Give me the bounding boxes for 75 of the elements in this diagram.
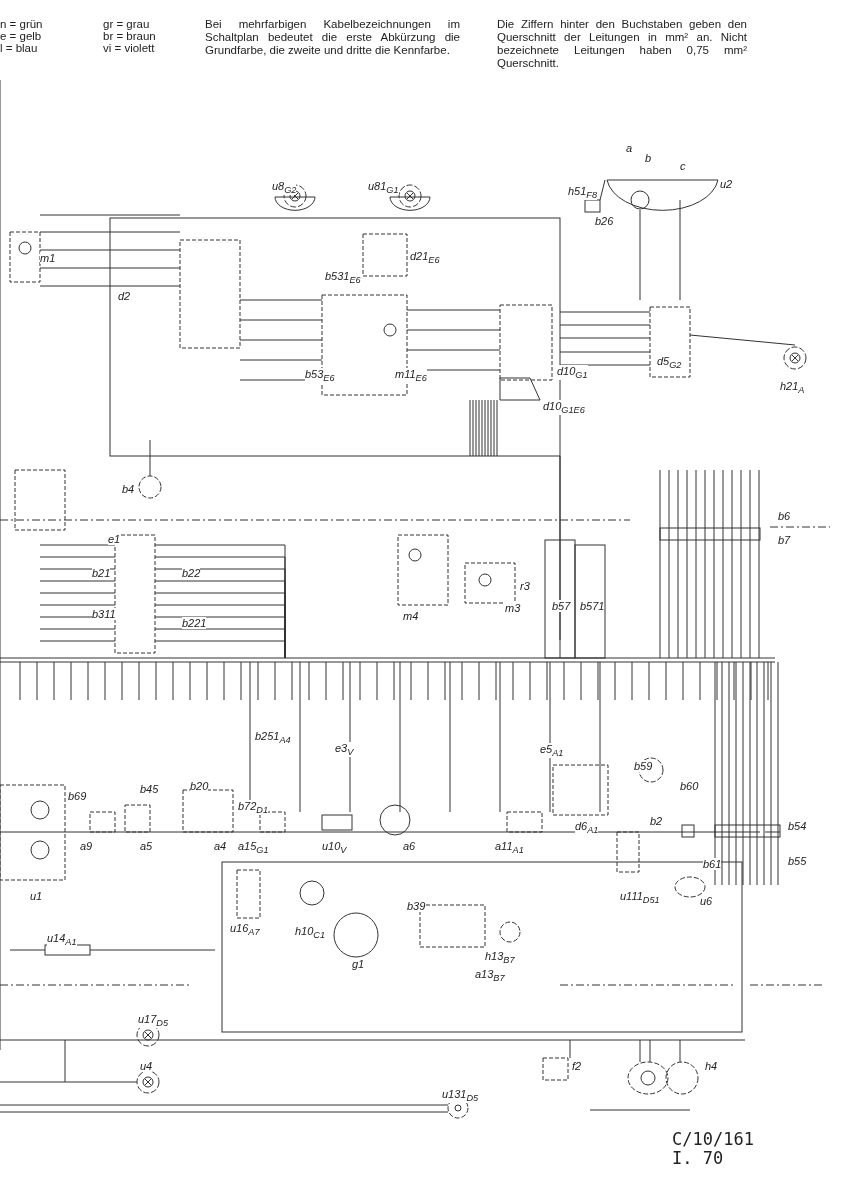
component-label: b59 (634, 760, 653, 772)
component-label: b (645, 152, 652, 164)
note-text: Die Ziffern hinter den Buchstaben geben den Querschnitt der Leitungen in mm² an. Nicht bezeichnete Leitungen haben 0,75 mm² Querschnitt. (497, 18, 747, 70)
component-label: m11$_{E6}$ (395, 368, 427, 384)
component-label: r3 (520, 580, 530, 592)
component-label: b2 (650, 815, 663, 827)
component-label: g1 (352, 958, 365, 970)
component-label: u131$_{D5}$ (442, 1088, 479, 1104)
component-label: b571 (580, 600, 605, 612)
component-label: b54 (788, 820, 807, 832)
component-label: a15$_{G1}$ (238, 840, 269, 856)
component-label: b72$_{D1}$ (238, 800, 269, 816)
drawing-number: C/10/161 (672, 1130, 754, 1149)
component-label: u14$_{A1}$ (47, 932, 77, 948)
component-label: b45 (140, 783, 159, 795)
component-label: d21$_{E6}$ (410, 250, 440, 266)
color-code-text: gr = grau (103, 18, 150, 30)
color-code-text: n = grün (0, 18, 43, 30)
component-label: b4 (122, 483, 135, 495)
component-label: d10$_{G1}$ (557, 365, 588, 381)
color-code-text: br = braun (103, 30, 156, 42)
component-label: b311 (92, 608, 116, 620)
component-label: h4 (705, 1060, 718, 1072)
component-label: b251$_{A4}$ (255, 730, 291, 746)
component-label: e5$_{A1}$ (540, 743, 564, 759)
component-label: u10$_{V}$ (322, 840, 347, 856)
component-label: d5$_{G2}$ (657, 355, 682, 371)
component-label: u4 (140, 1060, 153, 1072)
component-label: b221 (182, 617, 207, 629)
component-label: e3$_{V}$ (335, 742, 354, 758)
component-label: a4 (214, 840, 227, 852)
component-label: u111$_{D51}$ (620, 890, 660, 906)
component-label: h21$_{A}$ (780, 380, 805, 396)
component-label: d10$_{G1E6}$ (543, 400, 585, 416)
color-code-text: e = gelb (0, 30, 42, 42)
component-label: b57 (552, 600, 571, 612)
component-label: f2 (572, 1060, 582, 1072)
color-code-text: vi = violett (103, 42, 155, 54)
component-label: u8$_{G2}$ (272, 180, 297, 196)
drawing-number: I. 70 (672, 1149, 724, 1168)
component-label: e1 (108, 533, 121, 545)
component-label: b61 (703, 858, 722, 870)
component-label: m1 (40, 252, 56, 264)
component-label: b21 (92, 567, 111, 579)
component-label: b7 (778, 534, 791, 546)
component-label: u16$_{A7}$ (230, 922, 260, 938)
component-label: a11$_{A1}$ (495, 840, 524, 856)
component-label: b39 (407, 900, 426, 912)
component-label: b69 (68, 790, 87, 802)
component-label: b531$_{E6}$ (325, 270, 361, 286)
component-label: b22 (182, 567, 201, 579)
component-label: d6$_{A1}$ (575, 820, 599, 836)
component-label: u6 (700, 895, 713, 907)
component-label: u81$_{G1}$ (368, 180, 399, 196)
component-label: b55 (788, 855, 807, 867)
component-label: a13$_{B7}$ (475, 968, 505, 984)
note-text: Bei mehrfarbigen Kabelbezeichnungen im Schaltplan bedeutet die erste Abkürzung die Grundfarbe, die zweite und dritte die Kennfarbe. (205, 18, 460, 57)
component-label: b26 (595, 215, 614, 227)
component-label: b53$_{E6}$ (305, 368, 335, 384)
component-label: b6 (778, 510, 791, 522)
component-label: h10$_{C1}$ (295, 925, 326, 941)
component-label: b20 (190, 780, 209, 792)
component-label: a5 (140, 840, 153, 852)
component-label: u1 (30, 890, 43, 902)
component-label: a9 (80, 840, 93, 852)
component-label: b60 (680, 780, 699, 792)
component-label: d2 (118, 290, 131, 302)
component-label: h13$_{B7}$ (485, 950, 515, 966)
component-label: u17$_{D5}$ (138, 1013, 169, 1029)
component-label: u2 (720, 178, 733, 190)
component-label: m4 (403, 610, 419, 622)
component-label: h51$_{F8}$ (568, 185, 598, 201)
component-label: a6 (403, 840, 416, 852)
color-code-text: l = blau (0, 42, 38, 54)
component-label: m3 (505, 602, 521, 614)
